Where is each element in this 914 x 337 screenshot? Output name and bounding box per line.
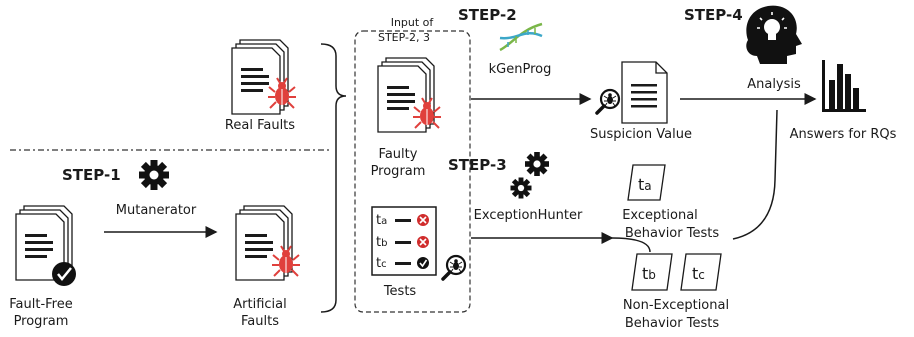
mutanerator-label: Mutanerator	[116, 203, 197, 218]
test-row: tc	[376, 256, 429, 271]
test-card-label: ta	[638, 175, 652, 194]
nonexc-label-2: Behavior Tests	[625, 316, 719, 331]
test-card-label: tc	[692, 264, 705, 283]
test-card-label: tb	[642, 264, 656, 283]
step2-label: STEP-2	[458, 6, 517, 24]
split-arrow-curve	[611, 237, 651, 253]
input-box	[354, 30, 471, 313]
tests-label: Tests	[383, 284, 417, 299]
gear-icon	[139, 160, 169, 190]
test-name: ta	[376, 213, 387, 228]
kgenprog-label: kGenProg	[489, 62, 552, 77]
bar-chart-icon	[822, 60, 866, 112]
fault-free-node: Fault-Free Program	[9, 205, 76, 329]
non-exceptional-tests-node: tb tc Non-Exceptional Behavior Tests	[623, 253, 729, 331]
analysis-label: Analysis	[747, 77, 801, 92]
exception-hunter-label: ExceptionHunter	[474, 208, 583, 223]
test-name: tc	[376, 256, 387, 271]
gear-icon	[525, 152, 549, 176]
suspicion-value-node: Suspicion Value	[590, 61, 692, 142]
tests-node: ta tb tc Tests	[371, 206, 467, 299]
exceptional-tests-node: ta Exceptional Behavior Tests	[622, 164, 719, 241]
step4-label: STEP-4	[684, 6, 743, 24]
magnifier-bug-icon	[441, 254, 467, 281]
artificial-label-2: Faults	[241, 314, 279, 329]
head-lightbulb-icon	[746, 5, 802, 64]
pass-icon	[417, 257, 429, 269]
fault-free-label-1: Fault-Free	[9, 297, 72, 312]
exceptional-label-2: Behavior Tests	[625, 226, 719, 241]
artificial-label-1: Artificial	[233, 297, 286, 312]
fault-free-label-2: Program	[14, 314, 69, 329]
test-row: ta	[376, 213, 429, 228]
real-faults-label: Real Faults	[225, 118, 295, 133]
check-badge-icon	[52, 262, 76, 286]
step3-label: STEP-3	[448, 156, 507, 174]
test-card	[631, 253, 673, 291]
real-faults-node: Real Faults	[225, 39, 297, 133]
gear-icon	[510, 177, 532, 199]
faulty-label-1: Faulty	[379, 147, 418, 162]
faulty-label-2: Program	[371, 164, 426, 179]
exceptional-label-1: Exceptional	[622, 208, 698, 223]
step1-label: STEP-1	[62, 166, 121, 184]
test-card	[627, 164, 666, 201]
test-name: tb	[376, 235, 387, 250]
answers-label: Answers for RQs	[790, 127, 897, 142]
artificial-faults-node: Artificial Faults	[233, 205, 301, 329]
exceptional-to-analysis-curve	[732, 109, 778, 240]
faulty-program-node: Faulty Program	[371, 57, 442, 179]
nonexc-label-1: Non-Exceptional	[623, 298, 729, 313]
input-label-2: STEP-2, 3	[378, 31, 430, 44]
input-label-1: Input of	[391, 16, 435, 29]
merge-brace	[320, 43, 347, 313]
magnifier-bug-icon	[595, 88, 621, 115]
test-row: tb	[376, 235, 429, 250]
test-card	[680, 253, 722, 291]
suspicion-label: Suspicion Value	[590, 127, 692, 142]
dna-icon	[499, 22, 543, 52]
